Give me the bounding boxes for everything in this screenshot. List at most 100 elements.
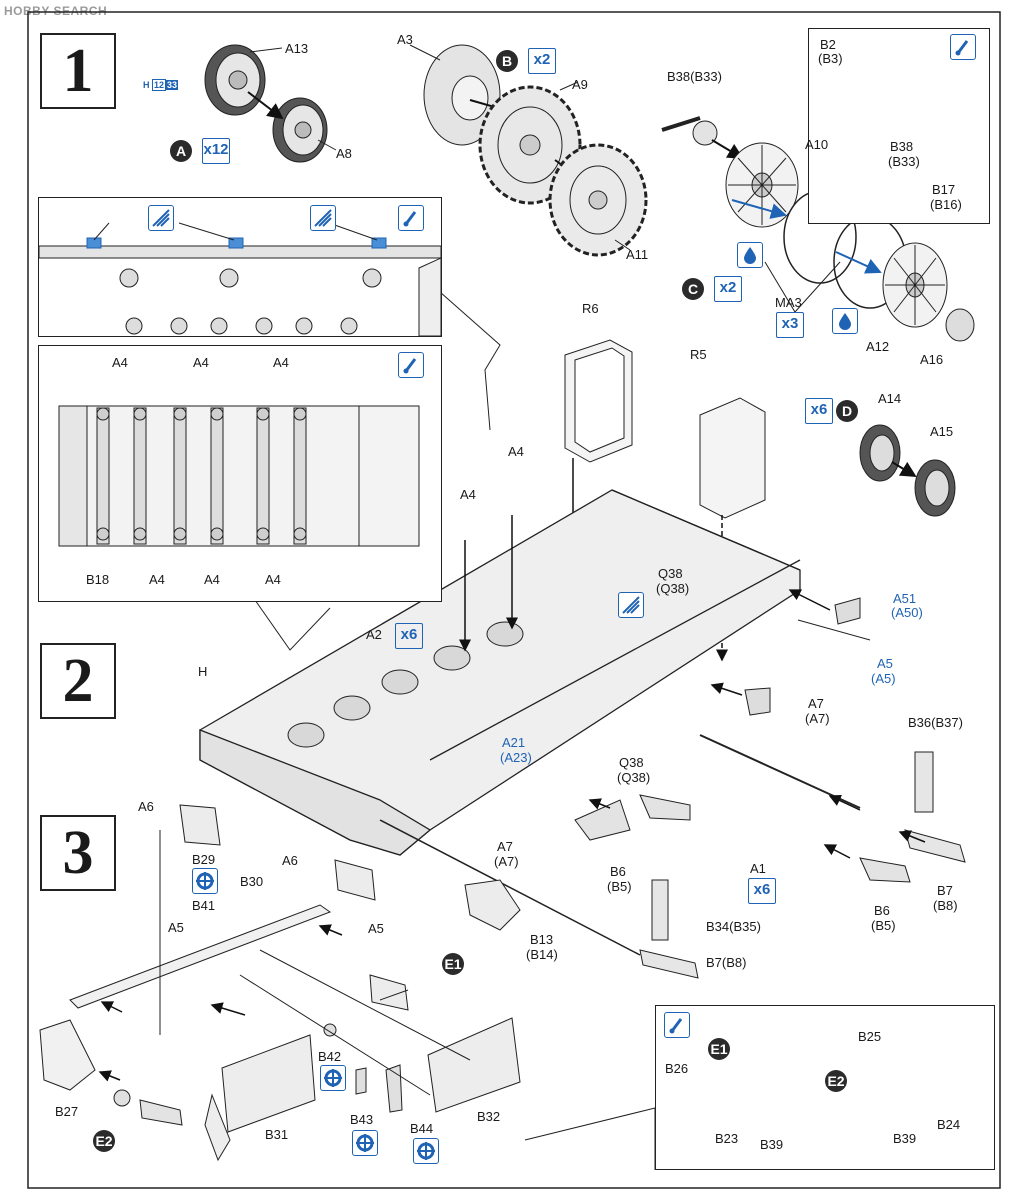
- inset-panel-hull-side: [38, 197, 442, 337]
- label-b38: B38: [890, 139, 914, 154]
- label-q38-mid: Q38: [619, 755, 644, 770]
- label-b14: (B14): [526, 947, 558, 962]
- label-a5-left: A5: [168, 920, 184, 935]
- label-b27: B27: [55, 1104, 79, 1119]
- label-b43: B43: [350, 1112, 374, 1127]
- label-b33: (B33): [888, 154, 920, 169]
- label-b7-right: B7: [937, 883, 953, 898]
- label-b29: B29: [192, 852, 216, 867]
- wheel-a14: [859, 424, 901, 482]
- label-a7-right-alt: (A7): [805, 711, 830, 726]
- label-a9: A9: [572, 77, 588, 92]
- label-a4-inset-6: A4: [265, 572, 281, 587]
- step-1-number: 1: [40, 33, 116, 109]
- label-a15: A15: [930, 424, 954, 439]
- hull-h: [199, 489, 801, 856]
- label-b32: B32: [477, 1109, 501, 1124]
- label-b41: B41: [192, 898, 216, 913]
- qty-a2: x6: [395, 623, 423, 649]
- hinge-icon-b43: [352, 1130, 378, 1156]
- marker-c: C: [682, 278, 704, 300]
- label-a4-inset-5: A4: [204, 572, 220, 587]
- cement-icon-b2: [950, 34, 976, 60]
- cement-icon-hull-side: [398, 205, 424, 231]
- cement-icon-hull-bottom: [398, 352, 424, 378]
- b13-plate: [464, 879, 521, 931]
- label-a4-inset-3: A4: [273, 355, 289, 370]
- label-h: H: [198, 664, 208, 679]
- label-q38-mid-alt: (Q38): [617, 770, 651, 785]
- marker-a: A: [170, 140, 192, 162]
- inset-panel-e1-e2: [655, 1005, 995, 1170]
- marker-e1: E1: [442, 953, 464, 975]
- label-a12: A12: [866, 339, 890, 354]
- label-a7-right: A7: [808, 696, 824, 711]
- label-a14: A14: [878, 391, 902, 406]
- label-b2: B2: [820, 37, 836, 52]
- e2-hook: [139, 1099, 183, 1126]
- b34-strut: [639, 879, 699, 979]
- label-b39-right: B39: [893, 1131, 917, 1146]
- qty-c: x2: [714, 276, 742, 302]
- label-b5-mid: (B5): [607, 879, 632, 894]
- hinge-icon-b42: [320, 1065, 346, 1091]
- wheel-a13: [204, 44, 266, 116]
- qty-a: x12: [202, 138, 230, 164]
- qty-ma3: x3: [776, 312, 804, 338]
- label-a51: A51: [893, 591, 917, 606]
- label-a13: A13: [285, 41, 309, 56]
- label-ma3: MA3: [775, 295, 802, 310]
- marker-b: B: [496, 50, 518, 72]
- drill-icon-2: [310, 205, 336, 231]
- label-b39-left: B39: [760, 1137, 784, 1152]
- wheel-a15: [914, 459, 956, 517]
- qty-b: x2: [528, 48, 556, 74]
- label-a4-inset-1: A4: [112, 355, 128, 370]
- a51-bracket: [834, 597, 861, 625]
- a7-bracket-r: [744, 687, 771, 716]
- hinge-icon-b44: [413, 1138, 439, 1164]
- a6-bracket: [179, 804, 409, 1011]
- label-a10: A10: [805, 137, 829, 152]
- label-a5-mid: A5: [368, 921, 384, 936]
- label-a5-right: A5: [877, 656, 893, 671]
- label-a4-inset-4: A4: [149, 572, 165, 587]
- label-b7-b8-bottom: B7(B8): [706, 955, 747, 970]
- label-a4-hull-2: A4: [508, 444, 524, 459]
- label-b26: B26: [665, 1061, 689, 1076]
- label-a23: (A23): [500, 750, 532, 765]
- label-b18: B18: [86, 572, 110, 587]
- wheel-a8: [272, 97, 328, 163]
- label-b13: B13: [530, 932, 554, 947]
- label-b3: (B3): [818, 51, 843, 66]
- label-a2: A2: [366, 627, 382, 642]
- b27-part: [113, 1089, 131, 1107]
- bin-r6: [564, 339, 633, 463]
- hinge-icon-b29: [192, 868, 218, 894]
- label-b30: B30: [240, 874, 264, 889]
- cement-icon-e-inset: [664, 1012, 690, 1038]
- label-b44: B44: [410, 1121, 434, 1136]
- suspension-units: [287, 621, 524, 748]
- label-a7-left: A7: [497, 839, 513, 854]
- glue-drop-icon-1: [737, 242, 763, 268]
- label-r6: R6: [582, 301, 599, 316]
- marker-e2-inset: E2: [825, 1070, 847, 1092]
- qty-a1: x6: [748, 878, 776, 904]
- label-b31: B31: [265, 1127, 289, 1142]
- label-a6-mid: A6: [282, 853, 298, 868]
- hull-side-drawing: [39, 222, 441, 336]
- label-a50: (A50): [891, 605, 923, 620]
- label-b23: B23: [715, 1131, 739, 1146]
- label-b16: (B16): [930, 197, 962, 212]
- drill-icon-1: [148, 205, 174, 231]
- drill-icon-3: [618, 592, 644, 618]
- step-3-number: 3: [40, 815, 116, 891]
- idler-axle: [661, 116, 718, 146]
- hull-bottom-drawing: [58, 405, 420, 547]
- b32-bin: [427, 1017, 521, 1113]
- label-b36: B36(B37): [908, 715, 963, 730]
- bin-r5: [699, 397, 766, 519]
- label-a4-hull-1: A4: [460, 487, 476, 502]
